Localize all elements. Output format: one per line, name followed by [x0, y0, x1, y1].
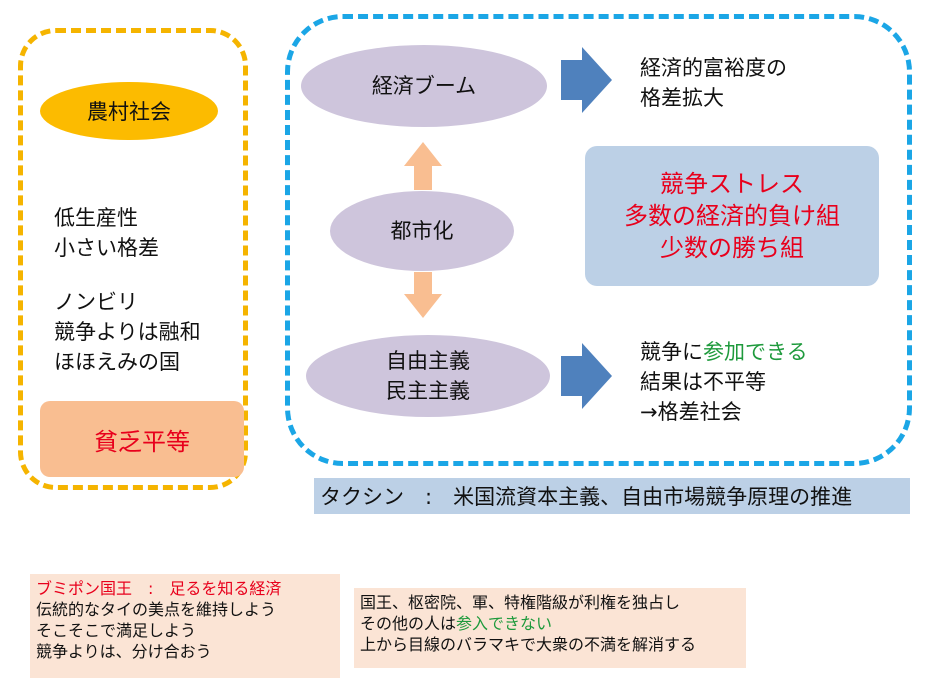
elite-privilege-box: 国王、枢密院、軍、特権階級が利権を独占し その他の人は参入できない 上から目線の… [354, 588, 746, 668]
rural-society-label: 農村社会 [40, 82, 218, 140]
down-arrow-icon [404, 272, 442, 318]
poverty-equality-box: 貧乏平等 [40, 401, 244, 477]
right-arrow-icon [561, 343, 612, 409]
liberalism-democracy-ellipse: 自由主義 民主主義 [306, 335, 550, 417]
king-bhumibol-box: ブミポン国王 : 足るを知る経済 伝統的なタイの美点を維持しよう そこそこで満足… [30, 574, 340, 678]
up-arrow-icon [404, 142, 442, 190]
urbanization-ellipse: 都市化 [330, 191, 514, 271]
urban-society-frame [285, 14, 912, 466]
thaksin-banner: タクシン : 米国流資本主義、自由市場競争原理の推進 [314, 478, 910, 514]
wealth-gap-text: 経済的富裕度の 格差拡大 [640, 56, 787, 110]
economic-boom-ellipse: 経済ブーム [301, 45, 547, 127]
competition-stress-box: 競争ストレス 多数の経済的負け組 少数の勝ち組 [585, 146, 879, 286]
compete-result-text: 競争に参加できる 結果は不平等 →格差社会 [640, 340, 808, 424]
rural-traits-2: ノンビリ 競争よりは融和 ほほえみの国 [54, 290, 201, 374]
right-arrow-icon [561, 47, 612, 113]
rural-society-frame [18, 28, 248, 490]
rural-traits-1: 低生産性 小さい格差 [54, 206, 159, 260]
